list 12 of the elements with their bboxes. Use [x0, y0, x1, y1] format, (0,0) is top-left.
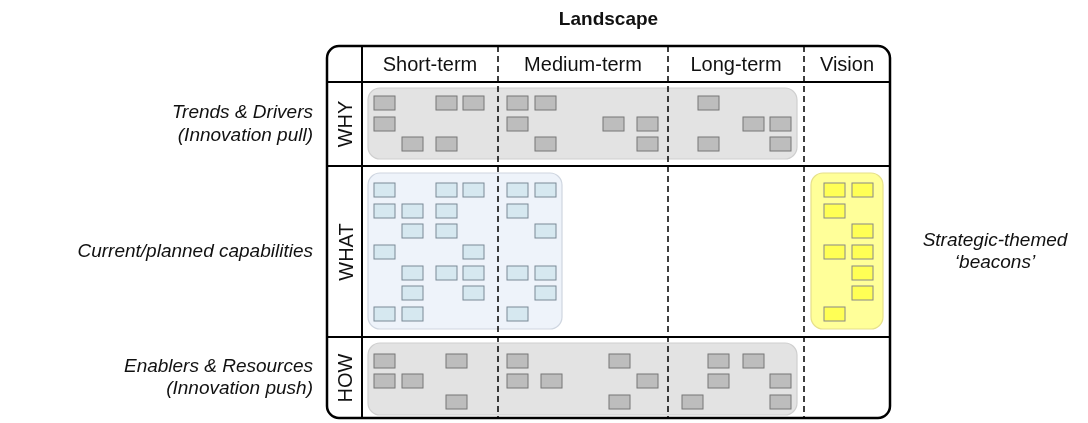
column-header: Vision — [818, 52, 876, 76]
column-header: Short-term — [381, 52, 479, 76]
row-description: Enablers & Resources (Innovation push) — [122, 354, 313, 401]
row-header: HOW — [333, 353, 358, 402]
row-description: Current/planned capabilities — [76, 240, 313, 263]
row-header: WHAT — [333, 222, 358, 281]
column-header: Medium-term — [523, 52, 643, 76]
side-note: Strategic-themed ‘beacons’ — [921, 228, 1069, 275]
column-header: Long-term — [689, 52, 783, 76]
row-description: Trends & Drivers (Innovation pull) — [170, 101, 313, 147]
diagram-title: Landscape — [557, 8, 660, 31]
row-header: WHY — [333, 100, 358, 148]
